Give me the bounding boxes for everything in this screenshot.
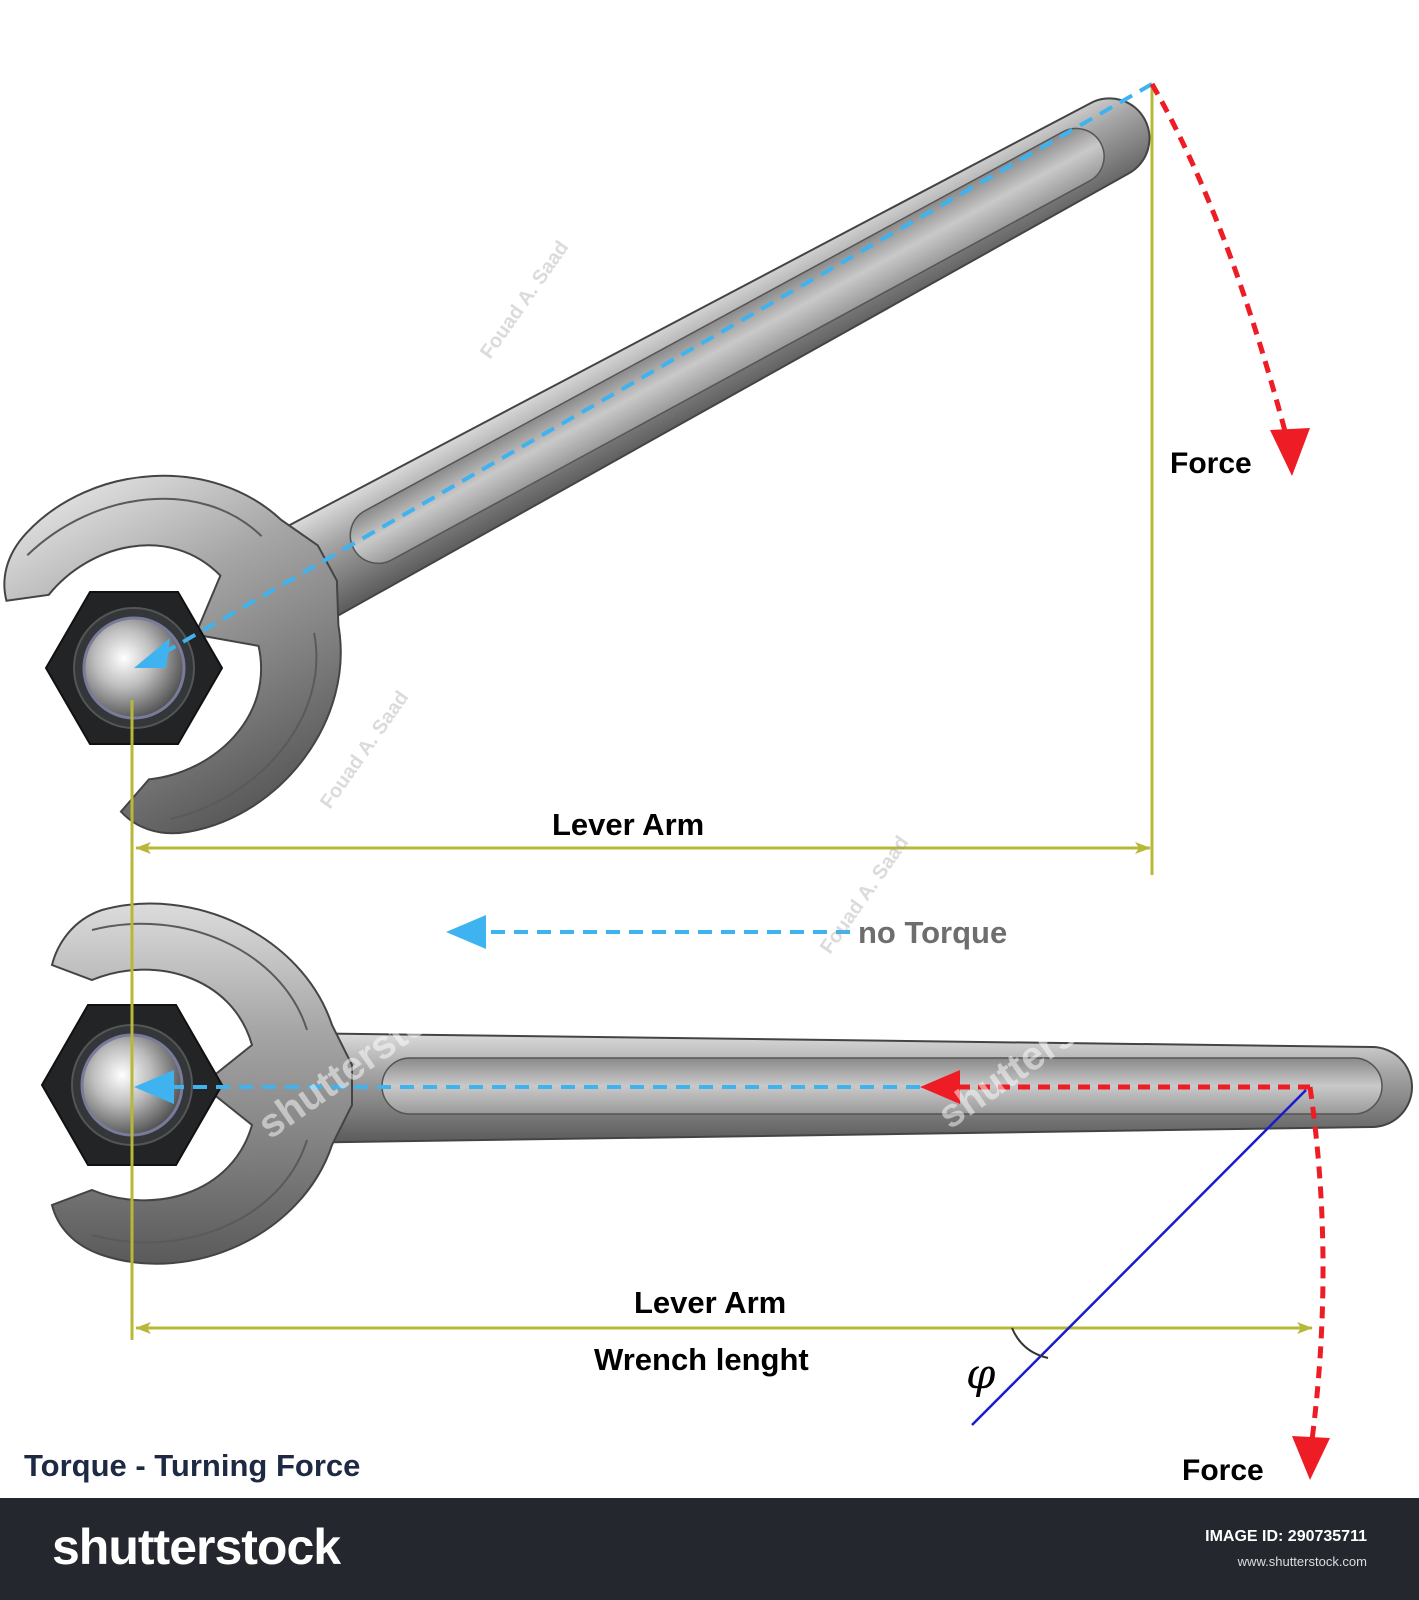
angle-line <box>971 1089 1307 1426</box>
top-wrench <box>3 97 1151 835</box>
bottom-lever-arm-label: Lever Arm <box>634 1285 786 1320</box>
bottom-force-horizontal-arrowhead <box>920 1070 960 1104</box>
stock-url: www.shutterstock.com <box>1237 1554 1367 1569</box>
top-wrench-jaw <box>3 474 342 835</box>
top-lever-arm-label: Lever Arm <box>552 807 704 842</box>
top-force-curve <box>1149 82 1293 451</box>
top-axis-dashed <box>147 82 1153 664</box>
top-force-arrowhead <box>1270 428 1310 476</box>
diagram-title: Torque - Turning Force <box>24 1448 360 1483</box>
top-force-label: Force <box>1170 447 1252 480</box>
image-id-label: IMAGE ID: 290735711 <box>1205 1528 1367 1545</box>
bottom-wrench-groove <box>381 1057 1383 1115</box>
watermark-text: shutterstock <box>930 373 1152 547</box>
bottom-wrench <box>50 902 1413 1265</box>
no-torque-label: no Torque <box>858 915 1007 950</box>
stock-logo: shutterstock <box>52 1519 341 1575</box>
bottom-force-label: Force <box>1182 1454 1264 1487</box>
bottom-force-curve <box>1307 1086 1326 1441</box>
watermark-text: shutterstock <box>250 93 472 267</box>
top-wrench-groove <box>349 127 1105 565</box>
bottom-force-arrowhead <box>1292 1436 1330 1480</box>
bottom-wrench-jaw <box>50 902 353 1265</box>
top-axis-arrowhead <box>134 638 170 668</box>
wrench-length-label: Wrench lenght <box>594 1342 809 1377</box>
angle-phi-label: φ <box>966 1349 996 1398</box>
angle-arc <box>1011 1327 1049 1359</box>
stock-footer-bar: shutterstock IMAGE ID: 290735711 www.shu… <box>0 1498 1419 1600</box>
bottom-axis-arrowhead <box>134 1070 174 1104</box>
no-torque-arrowhead <box>446 915 486 949</box>
watermark-layer: shutterstock shutterstock shutterstock s… <box>250 93 1152 1147</box>
author-watermark: Fouad A. Saad <box>476 237 573 363</box>
